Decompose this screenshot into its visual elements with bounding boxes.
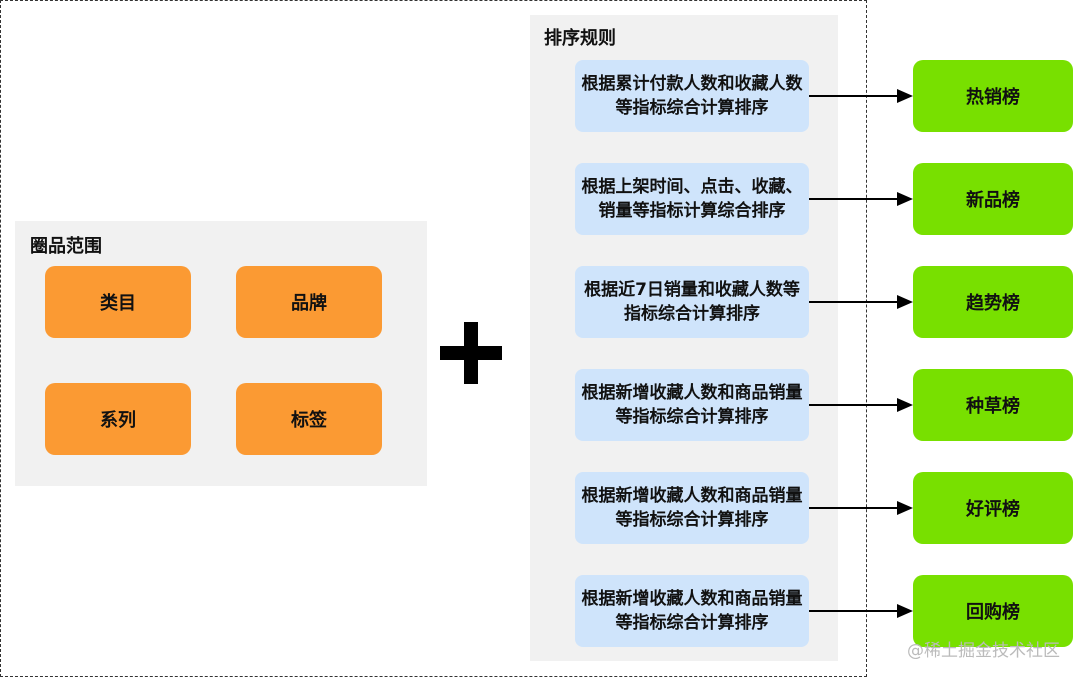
outer-dashed-border-top xyxy=(0,0,867,1)
arrow-icon xyxy=(809,89,913,103)
plus-icon xyxy=(440,322,502,384)
arrow-icon xyxy=(809,604,913,618)
result-box-hot-sales: 热销榜 xyxy=(913,60,1073,132)
arrow-icon xyxy=(809,295,913,309)
outer-dashed-border xyxy=(0,0,867,677)
outer-dashed-border-left xyxy=(0,0,1,677)
scope-item-category: 类目 xyxy=(45,266,191,338)
scope-item-tag: 标签 xyxy=(236,383,382,455)
scope-item-brand: 品牌 xyxy=(236,266,382,338)
result-box-repurchase: 回购榜 xyxy=(913,575,1073,647)
ranking-rules-title: 排序规则 xyxy=(544,28,616,49)
result-box-top-rated: 好评榜 xyxy=(913,472,1073,544)
rule-box-repurchase: 根据新增收藏人数和商品销量等指标综合计算排序 xyxy=(575,575,809,647)
watermark: @稀土掘金技术社区 xyxy=(907,641,1060,661)
arrow-icon xyxy=(809,192,913,206)
rule-box-trending: 根据近7日销量和收藏人数等指标综合计算排序 xyxy=(575,266,809,338)
rule-box-new-arrivals: 根据上架时间、点击、收藏、销量等指标计算综合排序 xyxy=(575,163,809,235)
result-box-recommended: 种草榜 xyxy=(913,369,1073,441)
scope-panel-title: 圈品范围 xyxy=(30,236,102,257)
result-box-new-arrivals: 新品榜 xyxy=(913,163,1073,235)
arrow-icon xyxy=(809,398,913,412)
rule-box-hot-sales: 根据累计付款人数和收藏人数等指标综合计算排序 xyxy=(575,60,809,132)
rule-box-top-rated: 根据新增收藏人数和商品销量等指标综合计算排序 xyxy=(575,472,809,544)
scope-item-series: 系列 xyxy=(45,383,191,455)
result-box-trending: 趋势榜 xyxy=(913,266,1073,338)
rule-box-recommended: 根据新增收藏人数和商品销量等指标综合计算排序 xyxy=(575,369,809,441)
arrow-icon xyxy=(809,501,913,515)
